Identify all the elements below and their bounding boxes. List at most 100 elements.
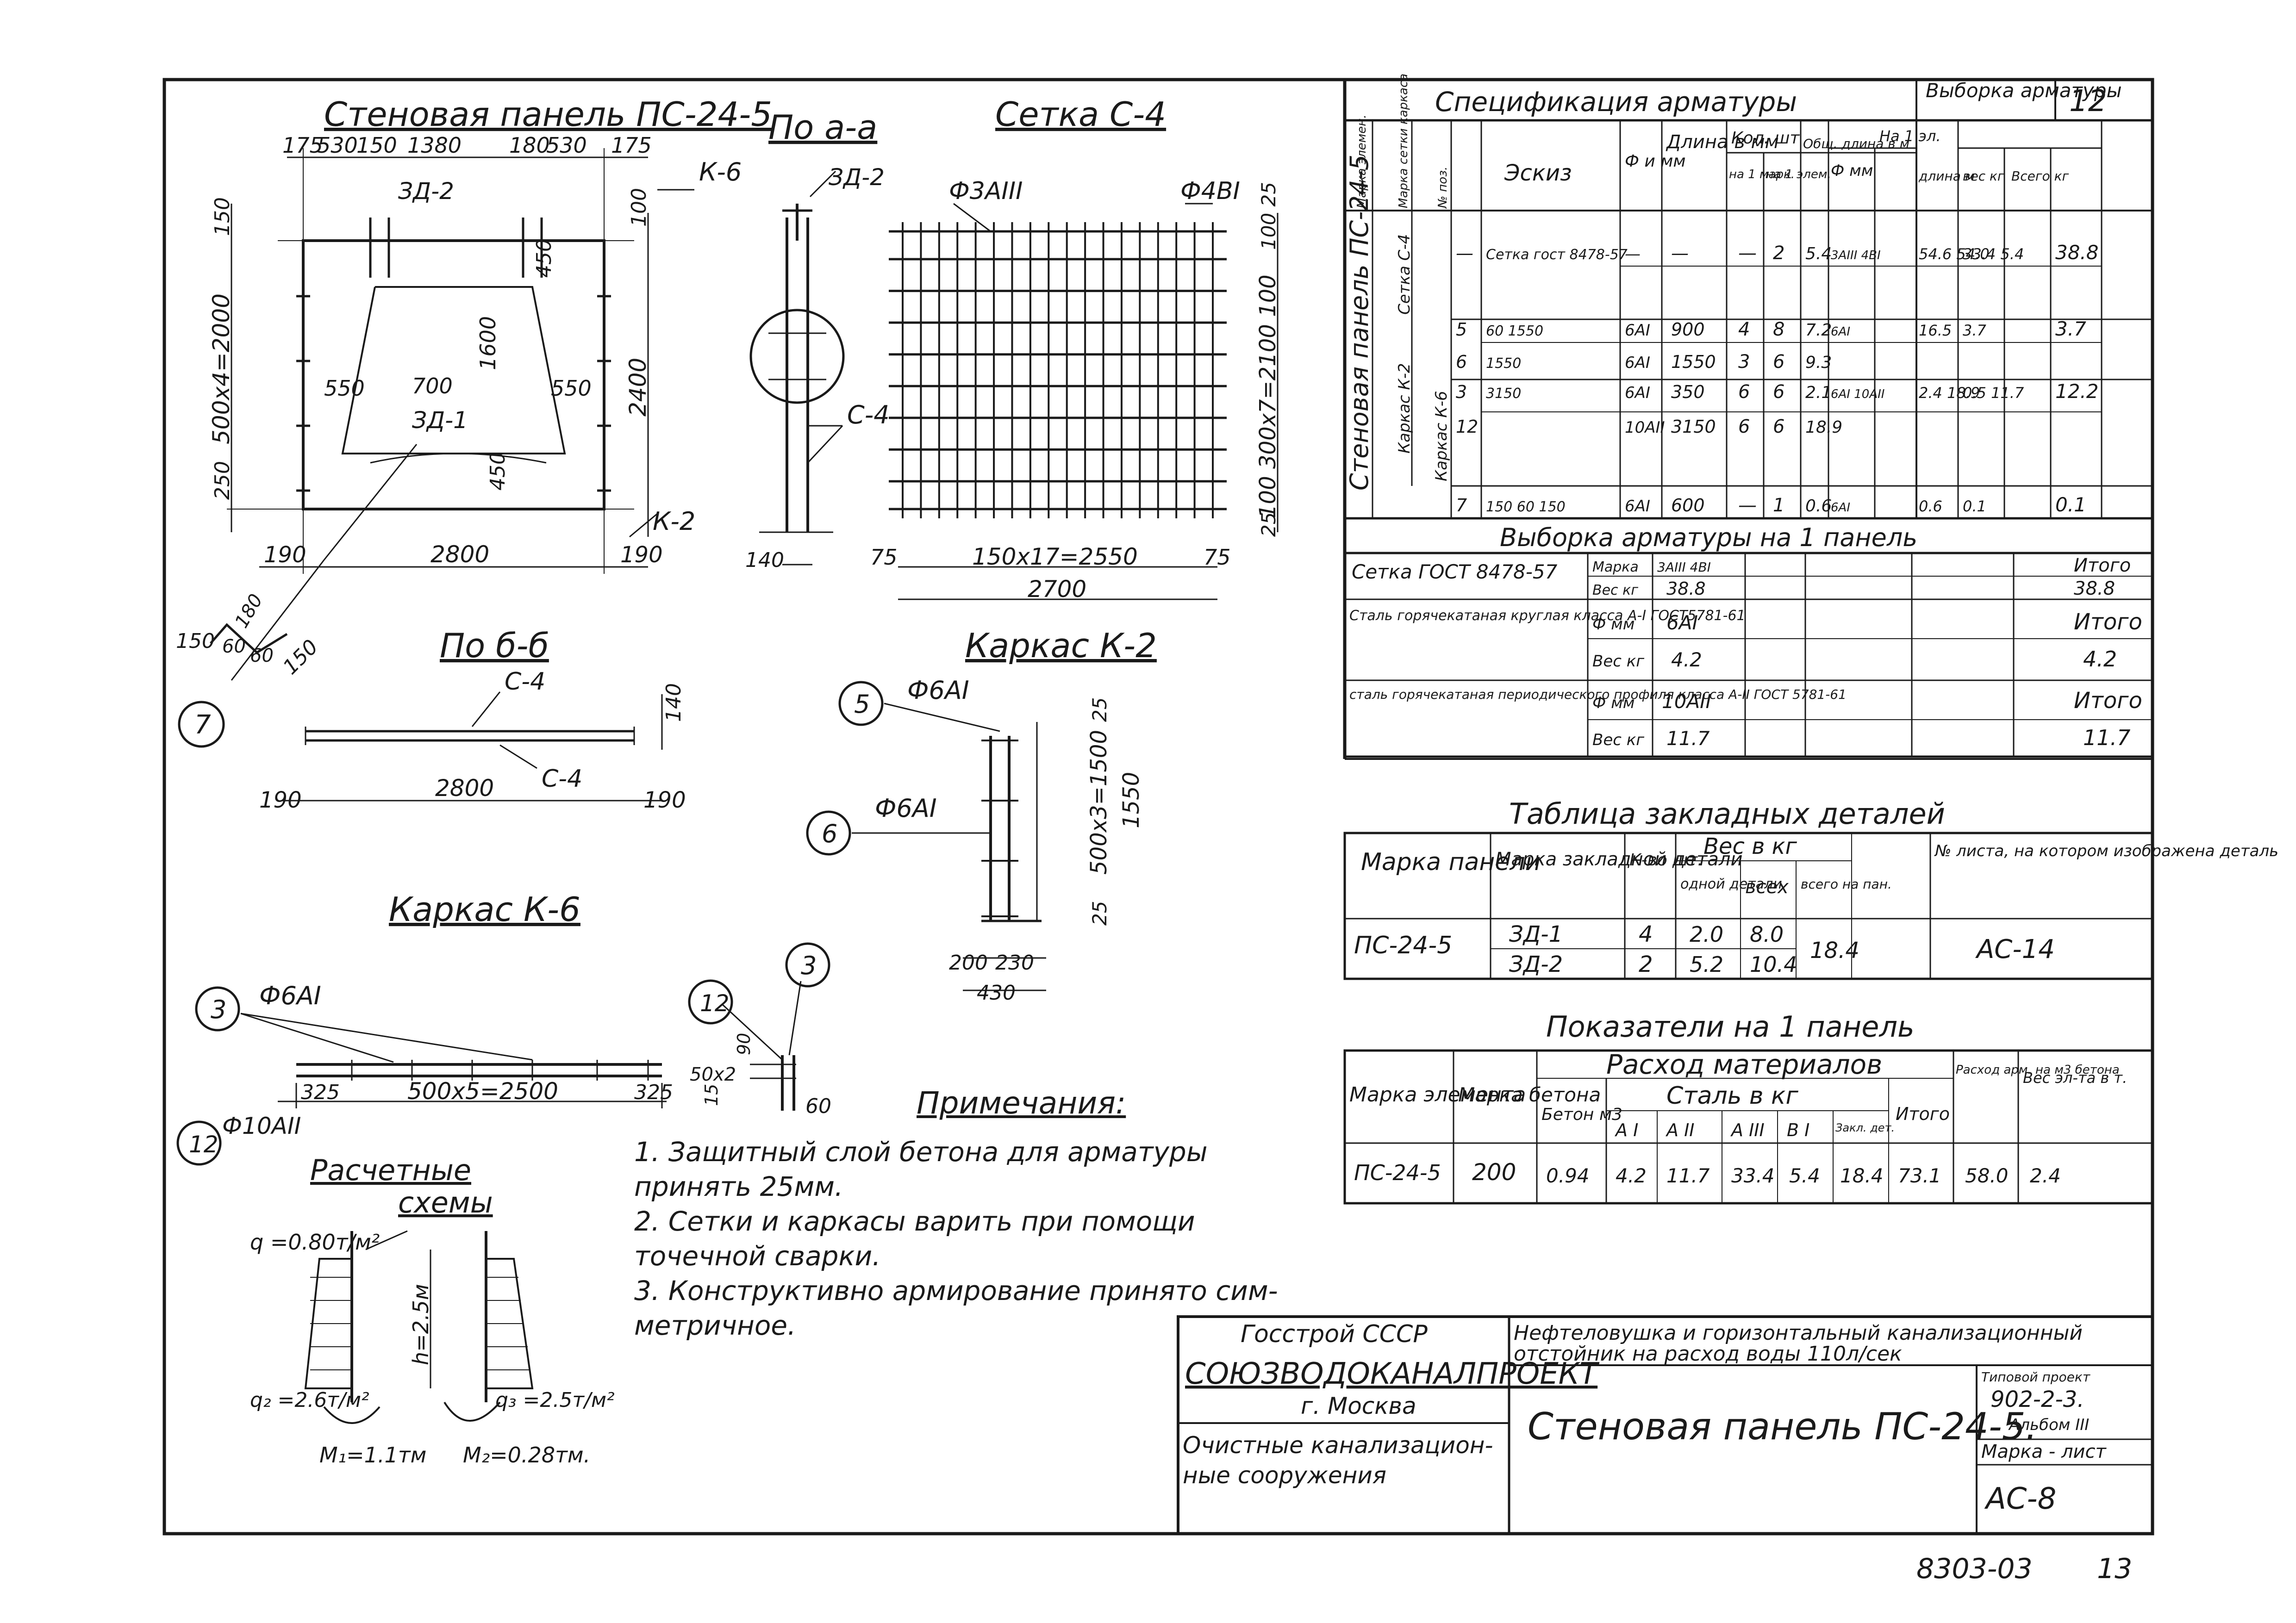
drawing-label: 500х4=2000 <box>208 293 235 444</box>
drawing-label: 230 <box>995 951 1034 975</box>
drawing-label: Расход материалов <box>1606 1049 1882 1080</box>
frame-k2: Каркас К-2 5 6 Ф6АI Ф6АI 25 500х3=1500 1… <box>806 626 1157 1005</box>
spec-cell-k1: 3 <box>1738 351 1750 373</box>
drawing-label: 190 <box>259 787 302 813</box>
drawing-label: 60 <box>222 636 246 657</box>
drawing-label: С-4 <box>542 765 582 793</box>
drawing-label: схемы <box>398 1186 493 1219</box>
drawing-label: 75 <box>1204 545 1231 570</box>
drawing-label: 325 <box>634 1081 673 1104</box>
drawing-label: Ф6АI <box>907 676 969 705</box>
spec-cell-phi: 6АI <box>1625 354 1650 372</box>
drawing-label: 8.0 <box>1750 922 1784 947</box>
panel-view: Стеновая панель ПС-24-5 <box>176 95 772 748</box>
spec-cell-obsh: 18.9 <box>1805 418 1842 437</box>
spec-cell-len: 3150 <box>1671 417 1716 437</box>
drawing-label: 25 <box>1257 512 1280 537</box>
drawing-label: 58.0 <box>1965 1164 2009 1187</box>
drawing-label: Каркас К-2 <box>965 626 1157 665</box>
spec-cell-obsh: 7.2 <box>1805 321 1832 340</box>
drawing-label: 38.8 <box>1666 578 1706 599</box>
drawing-label: ЗД-2 <box>829 164 885 191</box>
spec-cell-len: 900 <box>1671 319 1705 340</box>
drawing-label: Марка бетона <box>1458 1083 1601 1106</box>
drawing-label: Нефтеловушка и горизонтальный канализаци… <box>1514 1321 2083 1345</box>
spec-cell-k1: 6 <box>1738 381 1750 403</box>
spec-cell-vsego: 38.8 <box>2055 241 2099 264</box>
drawing-label: отстойник на расход воды 110л/сек <box>1514 1342 1902 1366</box>
drawing-label: По а-а <box>768 108 877 147</box>
drawing-label: 500х5=2500 <box>407 1078 558 1105</box>
drawing-label: 4.2 <box>2083 647 2117 672</box>
drawing-label: Сетка С-4 <box>1395 234 1414 315</box>
drawing-label: 25 <box>1088 697 1111 722</box>
spec-cell-ves: 0.1 <box>1963 497 1986 515</box>
drawing-label: 175 <box>611 133 652 158</box>
drawing-label: Итого <box>2074 688 2142 714</box>
drawing-label: Вес кг <box>1592 731 1645 749</box>
drawing-label: 150х17=2550 <box>972 543 1138 570</box>
drawing-label: Альбом III <box>2008 1416 2089 1434</box>
drawing-label: 15 <box>701 1084 722 1106</box>
drawing-label: 11.7 <box>1666 1164 1710 1187</box>
drawing-label: 1380 <box>407 133 462 158</box>
drawing-label: 180 <box>509 133 550 158</box>
drawing-label: 3 <box>801 951 817 980</box>
spec-cell-len: 1550 <box>1671 352 1716 372</box>
drawing-label: К-2 <box>653 507 695 536</box>
drawing-label: 10АII <box>1662 690 1711 713</box>
spec-cell-k2: 6 <box>1773 416 1784 437</box>
drawing-label: M₁=1.1тм <box>319 1443 426 1468</box>
drawing-label: 18.4 <box>1810 938 1859 964</box>
drawing-label: длина м <box>1918 168 1975 184</box>
spec-cell-vphi: 6АI <box>1831 501 1850 515</box>
drawing-label: 75 <box>870 545 898 570</box>
drawing-label: С-4 <box>847 400 890 429</box>
spec-cell-pos: 3 <box>1456 382 1467 402</box>
drawing-label: 180 <box>231 591 267 632</box>
drawing-label: № поз. <box>1436 167 1450 209</box>
footer-code: 8303-03 <box>1916 1553 2033 1585</box>
drawing-label: Кол. шт <box>1731 129 1800 148</box>
drawing-label: 12 <box>700 990 730 1017</box>
drawing-label: 150 <box>356 133 397 158</box>
drawing-label: 2400 <box>624 358 651 417</box>
mesh-c4-grid <box>889 222 1227 518</box>
drawing-label: 2800 <box>430 541 489 568</box>
drawing-label: 73.1 <box>1898 1164 1941 1187</box>
drawing-label: А I <box>1614 1120 1638 1140</box>
spec-cell-len: 350 <box>1671 382 1705 402</box>
spec-cell-sketch: 3150 <box>1486 386 1521 402</box>
spec-cell-vsego: 3.7 <box>2055 317 2086 340</box>
section-bb: По б-б С-4 С-4 140 190 2800 190 <box>259 626 686 813</box>
spec-cell-phi: — <box>1625 245 1641 263</box>
spec-cell-vphi: 6АI <box>1831 325 1850 339</box>
drawing-label: Марка элемен. <box>1355 114 1369 208</box>
drawing-label: 550 <box>324 376 365 401</box>
spec-cell-vphi: 6АI 10АII <box>1831 387 1884 401</box>
drawing-label: Таблица закладных деталей <box>1509 797 1945 831</box>
note-line: 3. Конструктивно армирование принято сим… <box>634 1275 1278 1306</box>
drawing-label: К-6 <box>699 157 742 187</box>
drawing-label: 6АI <box>1666 611 1698 634</box>
sheet-frame <box>162 78 2154 1536</box>
title-block: Госстрой СССР СОЮЗВОДОКАНАЛПРОЕКТ г. Мос… <box>1177 1315 2154 1535</box>
drawing-label: ные сооружения <box>1183 1462 1386 1489</box>
spec-cell-dl: 16.5 <box>1919 322 1952 339</box>
drawing-label: 1550 <box>1118 772 1144 828</box>
drawing-label: Вес эл-та в т. <box>2023 1069 2127 1087</box>
spec-cell-k2: 1 <box>1773 495 1784 516</box>
spec-cell-k1: 6 <box>1738 416 1750 437</box>
spec-cell-phi: 10АII <box>1625 418 1665 437</box>
drawing-label: Итого <box>2074 609 2142 635</box>
spec-cell-len: — <box>1671 243 1689 263</box>
drawing-label: всех <box>1745 877 1789 898</box>
spec-cell-pos: 7 <box>1456 495 1467 516</box>
drawing-label: Сталь горячекатаная круглая класса А-I Г… <box>1349 608 1746 624</box>
drawing-label: 175 <box>282 133 323 158</box>
drawing-label: на 1 марк. <box>1729 168 1795 181</box>
drawing-label: Длина в мм <box>1666 131 1779 153</box>
drawing-label: 200 <box>949 951 988 975</box>
drawing-label: 5.2 <box>1690 952 1723 977</box>
title-org2: СОЮЗВОДОКАНАЛПРОЕКТ <box>1185 1357 1600 1391</box>
